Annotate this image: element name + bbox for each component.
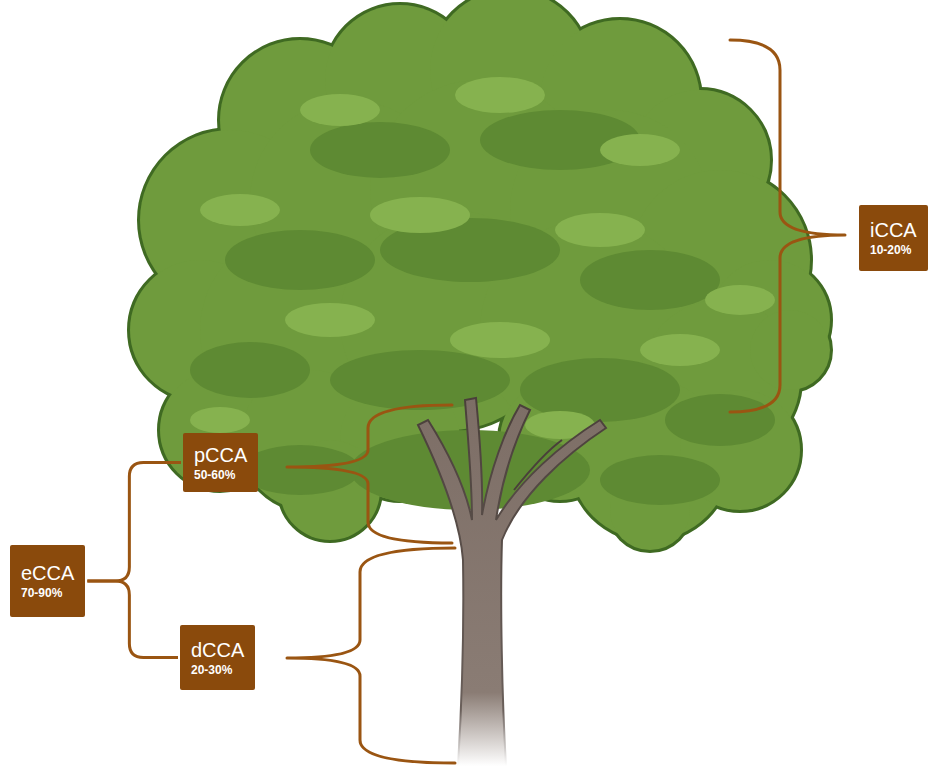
percentage: 20-30% xyxy=(191,662,244,678)
bracket xyxy=(287,548,455,763)
region-name: pCCA xyxy=(194,443,247,467)
percentage: 10-20% xyxy=(870,242,917,258)
region-name: iCCA xyxy=(870,218,917,242)
region-name: dCCA xyxy=(191,638,244,662)
percentage: 50-60% xyxy=(194,467,247,483)
region-name: eCCA xyxy=(21,561,74,585)
label-box: dCCA20-30% xyxy=(180,625,255,690)
bracket xyxy=(287,405,452,543)
percentage: 70-90% xyxy=(21,585,74,601)
bracket-connector xyxy=(87,581,178,658)
bracket xyxy=(730,40,845,412)
label-box: pCCA50-60% xyxy=(183,433,258,492)
bracket-connector xyxy=(87,463,181,582)
label-box: iCCA10-20% xyxy=(859,205,928,271)
label-box: eCCA70-90% xyxy=(10,545,85,617)
